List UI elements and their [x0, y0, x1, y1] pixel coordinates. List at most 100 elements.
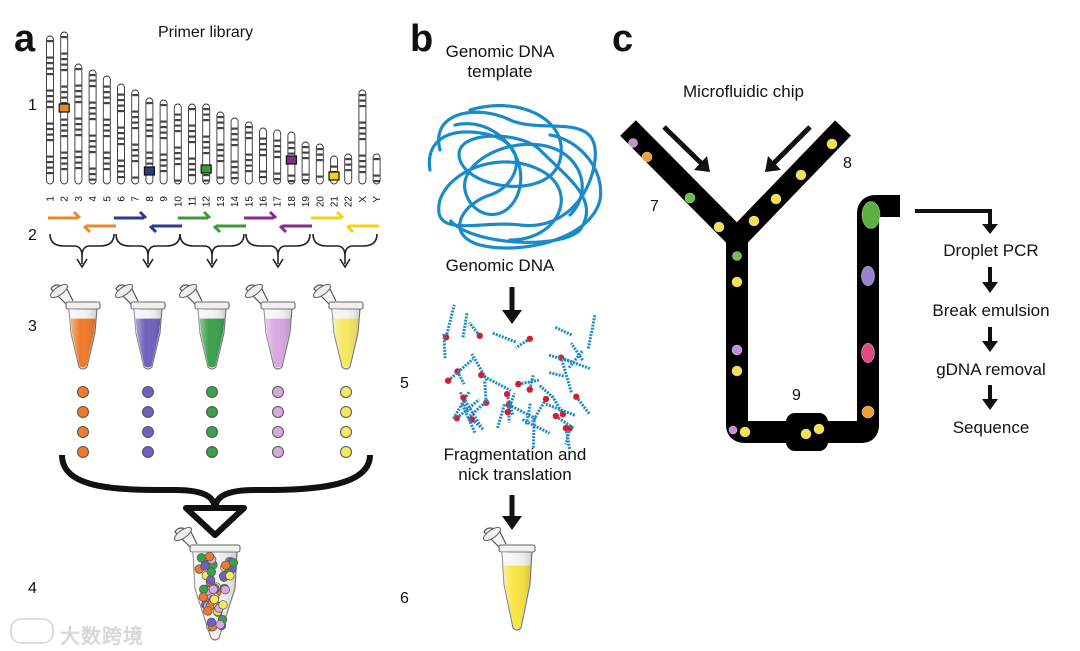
nick-site [562, 424, 570, 432]
nick-site [526, 335, 534, 342]
nick-site [573, 393, 580, 400]
primer-pair-2 [114, 210, 182, 269]
dna-fragment [544, 402, 576, 417]
genomic-dna-label: Genomic DNA [445, 256, 555, 275]
nick-site [478, 371, 485, 379]
pooled-bead [196, 553, 207, 563]
tube-3 [178, 283, 230, 370]
dna-fragment [506, 392, 516, 413]
chromosome-3 [74, 63, 83, 185]
chromosome-5 [102, 75, 111, 185]
chromosome-X [358, 89, 367, 185]
droplet [732, 251, 742, 261]
chromosome-label-1: 1 [46, 196, 57, 202]
dna-fragment [548, 371, 565, 378]
chromosome-10 [173, 103, 182, 185]
watermark-logo-icon [10, 618, 54, 644]
pooled-bead [208, 584, 218, 595]
chromosome-11 [188, 103, 196, 185]
primer-pair-3 [178, 210, 246, 269]
chromosome-label-4: 4 [88, 196, 99, 202]
bead [206, 446, 218, 458]
pooled-bead [203, 606, 213, 616]
dna-fragment [491, 331, 517, 344]
chromosome-label-2: 2 [60, 196, 71, 202]
bead [77, 446, 89, 458]
pooled-bead [225, 571, 235, 581]
primer-pairs [48, 210, 379, 269]
genomic-dna-template-icon [427, 104, 603, 250]
dna-fragment [495, 404, 506, 429]
dna-strand [427, 130, 603, 250]
step-1-label: 1 [28, 97, 37, 114]
bead [206, 426, 218, 438]
nick-site [460, 394, 467, 401]
pooled-bead [200, 561, 210, 571]
fragmentation-label-line2: nick translation [458, 464, 572, 484]
chromosome-label-7: 7 [131, 196, 142, 202]
chromosome-label-18: 18 [287, 196, 298, 208]
dna-fragment [468, 321, 481, 337]
pooled-bead [205, 575, 216, 585]
chromosome-label-5: 5 [102, 196, 113, 202]
arrow-head-1 [502, 310, 522, 324]
chromosome-label-10: 10 [173, 196, 184, 208]
fragmentation-label-line1: Fragmentation and [443, 445, 587, 464]
step-2-label: 2 [28, 227, 37, 244]
dna-fragment [524, 403, 532, 425]
dna-fragment [586, 315, 597, 349]
template-label-line1: Genomic DNA [445, 42, 555, 61]
chromosome-label-21: 21 [330, 196, 341, 208]
chromosome-label-8: 8 [145, 196, 156, 202]
primer-target-marker [58, 103, 70, 113]
pooling-arrow [59, 454, 373, 538]
fragment-tube-body [482, 526, 536, 631]
primer-target-marker [143, 166, 155, 176]
chromosome-15 [244, 121, 253, 185]
dna-fragment [531, 398, 548, 423]
primer-pair-1 [48, 210, 116, 269]
bead [272, 406, 284, 418]
nick-site [504, 408, 511, 416]
bead [142, 446, 154, 458]
pooled-bead [221, 560, 231, 570]
nick-site [552, 412, 560, 420]
droplet [641, 151, 653, 163]
nick-site [515, 380, 522, 388]
chip-input-arrows [662, 125, 812, 172]
dna-fragment [528, 374, 535, 390]
primer-pair-4 [244, 210, 312, 269]
droplet [731, 344, 743, 356]
step-4-label: 4 [28, 580, 37, 597]
dna-fragment [518, 378, 540, 386]
pooled-tube [173, 526, 241, 641]
dna-fragment [480, 373, 512, 392]
dna-fragment [508, 403, 538, 421]
pooled-bead [206, 617, 217, 627]
droplet [713, 221, 725, 233]
droplet [728, 425, 738, 435]
step-8-label: 8 [843, 155, 852, 172]
fragment-tube [482, 526, 536, 631]
dna-fragment [564, 427, 572, 450]
pooled-bead [215, 619, 225, 630]
chromosome-label-Y: Y [372, 196, 383, 203]
bead [272, 426, 284, 438]
droplet [861, 405, 875, 419]
pooled-bead [209, 594, 219, 605]
panel-letter-c: c [612, 18, 634, 60]
step-9-label: 9 [792, 387, 801, 404]
dna-fragment [447, 357, 475, 382]
primer-pair-5 [311, 210, 379, 269]
bead [272, 386, 284, 398]
dna-fragment [444, 304, 456, 338]
droplet [813, 423, 825, 435]
droplet [826, 138, 838, 150]
nick-site [468, 416, 475, 423]
bead [77, 386, 89, 398]
bead [340, 406, 352, 418]
chromosome-17 [273, 129, 282, 185]
bead [206, 406, 218, 418]
droplet [861, 342, 875, 364]
